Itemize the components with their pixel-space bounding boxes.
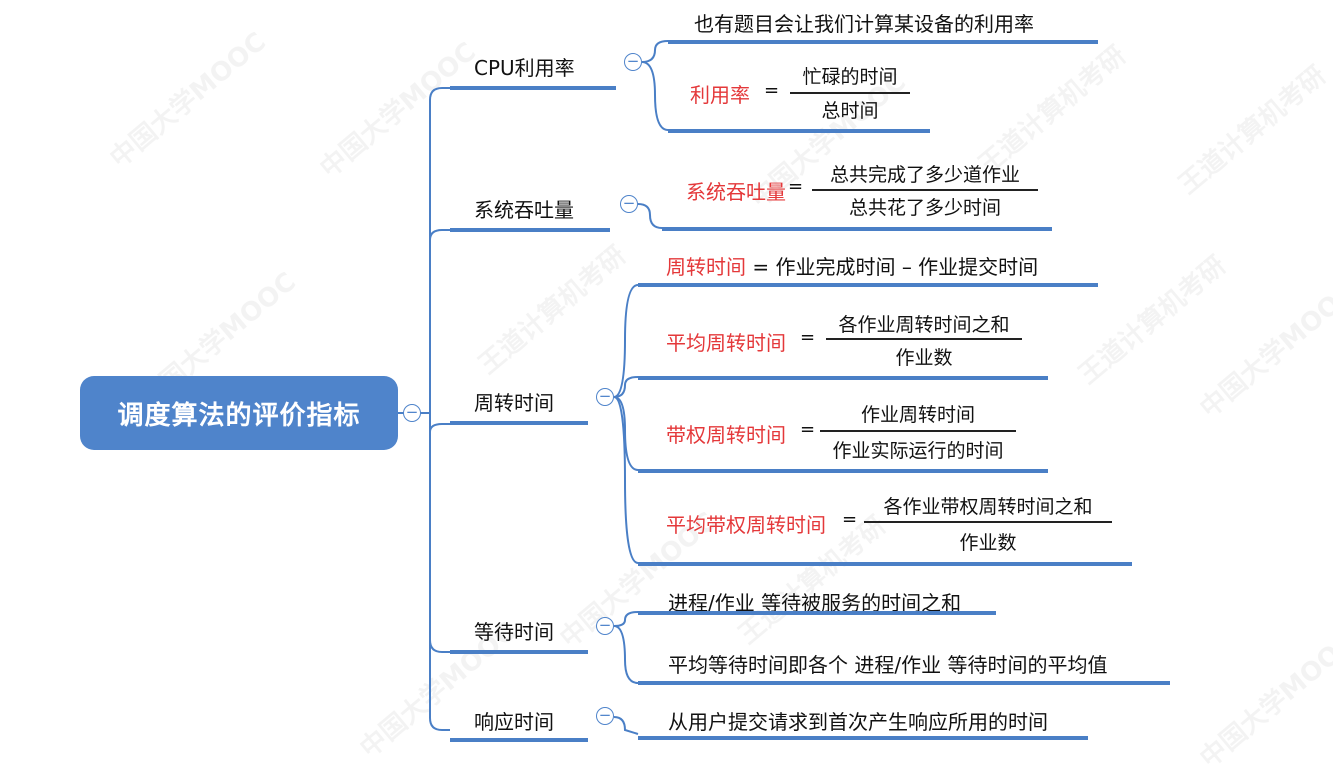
fraction-bar [812,189,1038,191]
root-collapse-icon[interactable]: − [403,404,421,422]
cpu-formula-numerator: 忙碌的时间 [802,66,898,88]
response-line-1: 从用户提交请求到首次产生响应所用的时间 [668,710,1048,734]
avg-turnaround-lhs: 平均周转时间 [666,331,786,355]
fraction-bar [820,430,1016,432]
branch-underline [450,650,588,654]
weighted-turnaround-lhs: 带权周转时间 [666,423,786,447]
leaf-underline [638,611,996,615]
throughput-formula-numerator: 总共完成了多少道作业 [829,164,1020,186]
branch-throughput[interactable]: 系统吞吐量 [474,198,574,222]
branch-response-time[interactable]: 响应时间 [474,710,554,734]
throughput-formula-denominator: 总共花了多少时间 [848,197,1001,219]
cpu-collapse-icon[interactable]: − [624,53,642,71]
turnaround-def-rhs: = 作业完成时间 – 作业提交时间 [746,255,1039,279]
cpu-formula-denominator: 总时间 [821,100,879,122]
waiting-line-2: 平均等待时间即各个 进程/作业 等待时间的平均值 [668,653,1108,677]
branch-underline [450,86,616,90]
turnaround-definition: 周转时间 = 作业完成时间 – 作业提交时间 [666,251,1038,280]
branch-underline [450,228,610,232]
mindmap-connectors [398,40,669,735]
fraction-bar [864,521,1112,523]
fraction-bar [826,338,1022,340]
root-label: 调度算法的评价指标 [117,400,361,431]
avg-weighted-turnaround-numerator: 各作业带权周转时间之和 [883,496,1093,518]
branch-underline [450,421,588,425]
root-node[interactable]: 调度算法的评价指标 [80,376,398,450]
branch-waiting-time[interactable]: 等待时间 [474,620,554,644]
leaf-underline [638,736,1088,740]
leaf-underline [638,376,1048,380]
response-collapse-icon[interactable]: − [596,707,614,725]
throughput-collapse-icon[interactable]: − [620,195,638,213]
leaf-underline [638,681,1170,685]
leaf-underline [662,227,1052,231]
branch-cpu-utilization[interactable]: CPU利用率 [474,56,575,80]
throughput-formula-lhs: 系统吞吐量 [686,180,786,204]
fraction-bar [790,92,910,94]
avg-weighted-turnaround-lhs: 平均带权周转时间 [666,513,826,537]
avg-weighted-turnaround-denominator: 作业数 [959,532,1017,554]
cpu-formula-lhs: 利用率 [690,83,750,107]
turnaround-def-lhs: 周转时间 [666,255,746,279]
cpu-note: 也有题目会让我们计算某设备的利用率 [694,12,1034,36]
weighted-turnaround-eq: = [800,419,816,440]
leaf-underline [638,562,1132,566]
throughput-formula-eq: = [788,176,804,197]
avg-turnaround-denominator: 作业数 [895,347,953,369]
avg-weighted-turnaround-eq: = [842,509,858,530]
branch-underline [450,738,588,742]
branch-turnaround-time[interactable]: 周转时间 [474,391,554,415]
leaf-underline [668,40,1098,44]
weighted-turnaround-numerator: 作业周转时间 [860,404,975,426]
cpu-formula-eq: = [764,80,780,101]
avg-turnaround-eq: = [800,327,816,348]
leaf-underline [638,469,1048,473]
weighted-turnaround-denominator: 作业实际运行的时间 [832,440,1004,462]
avg-turnaround-numerator: 各作业周转时间之和 [838,314,1010,336]
waiting-collapse-icon[interactable]: − [596,617,614,635]
leaf-underline [668,129,930,133]
leaf-underline [638,283,1098,287]
turnaround-collapse-icon[interactable]: − [596,388,614,406]
